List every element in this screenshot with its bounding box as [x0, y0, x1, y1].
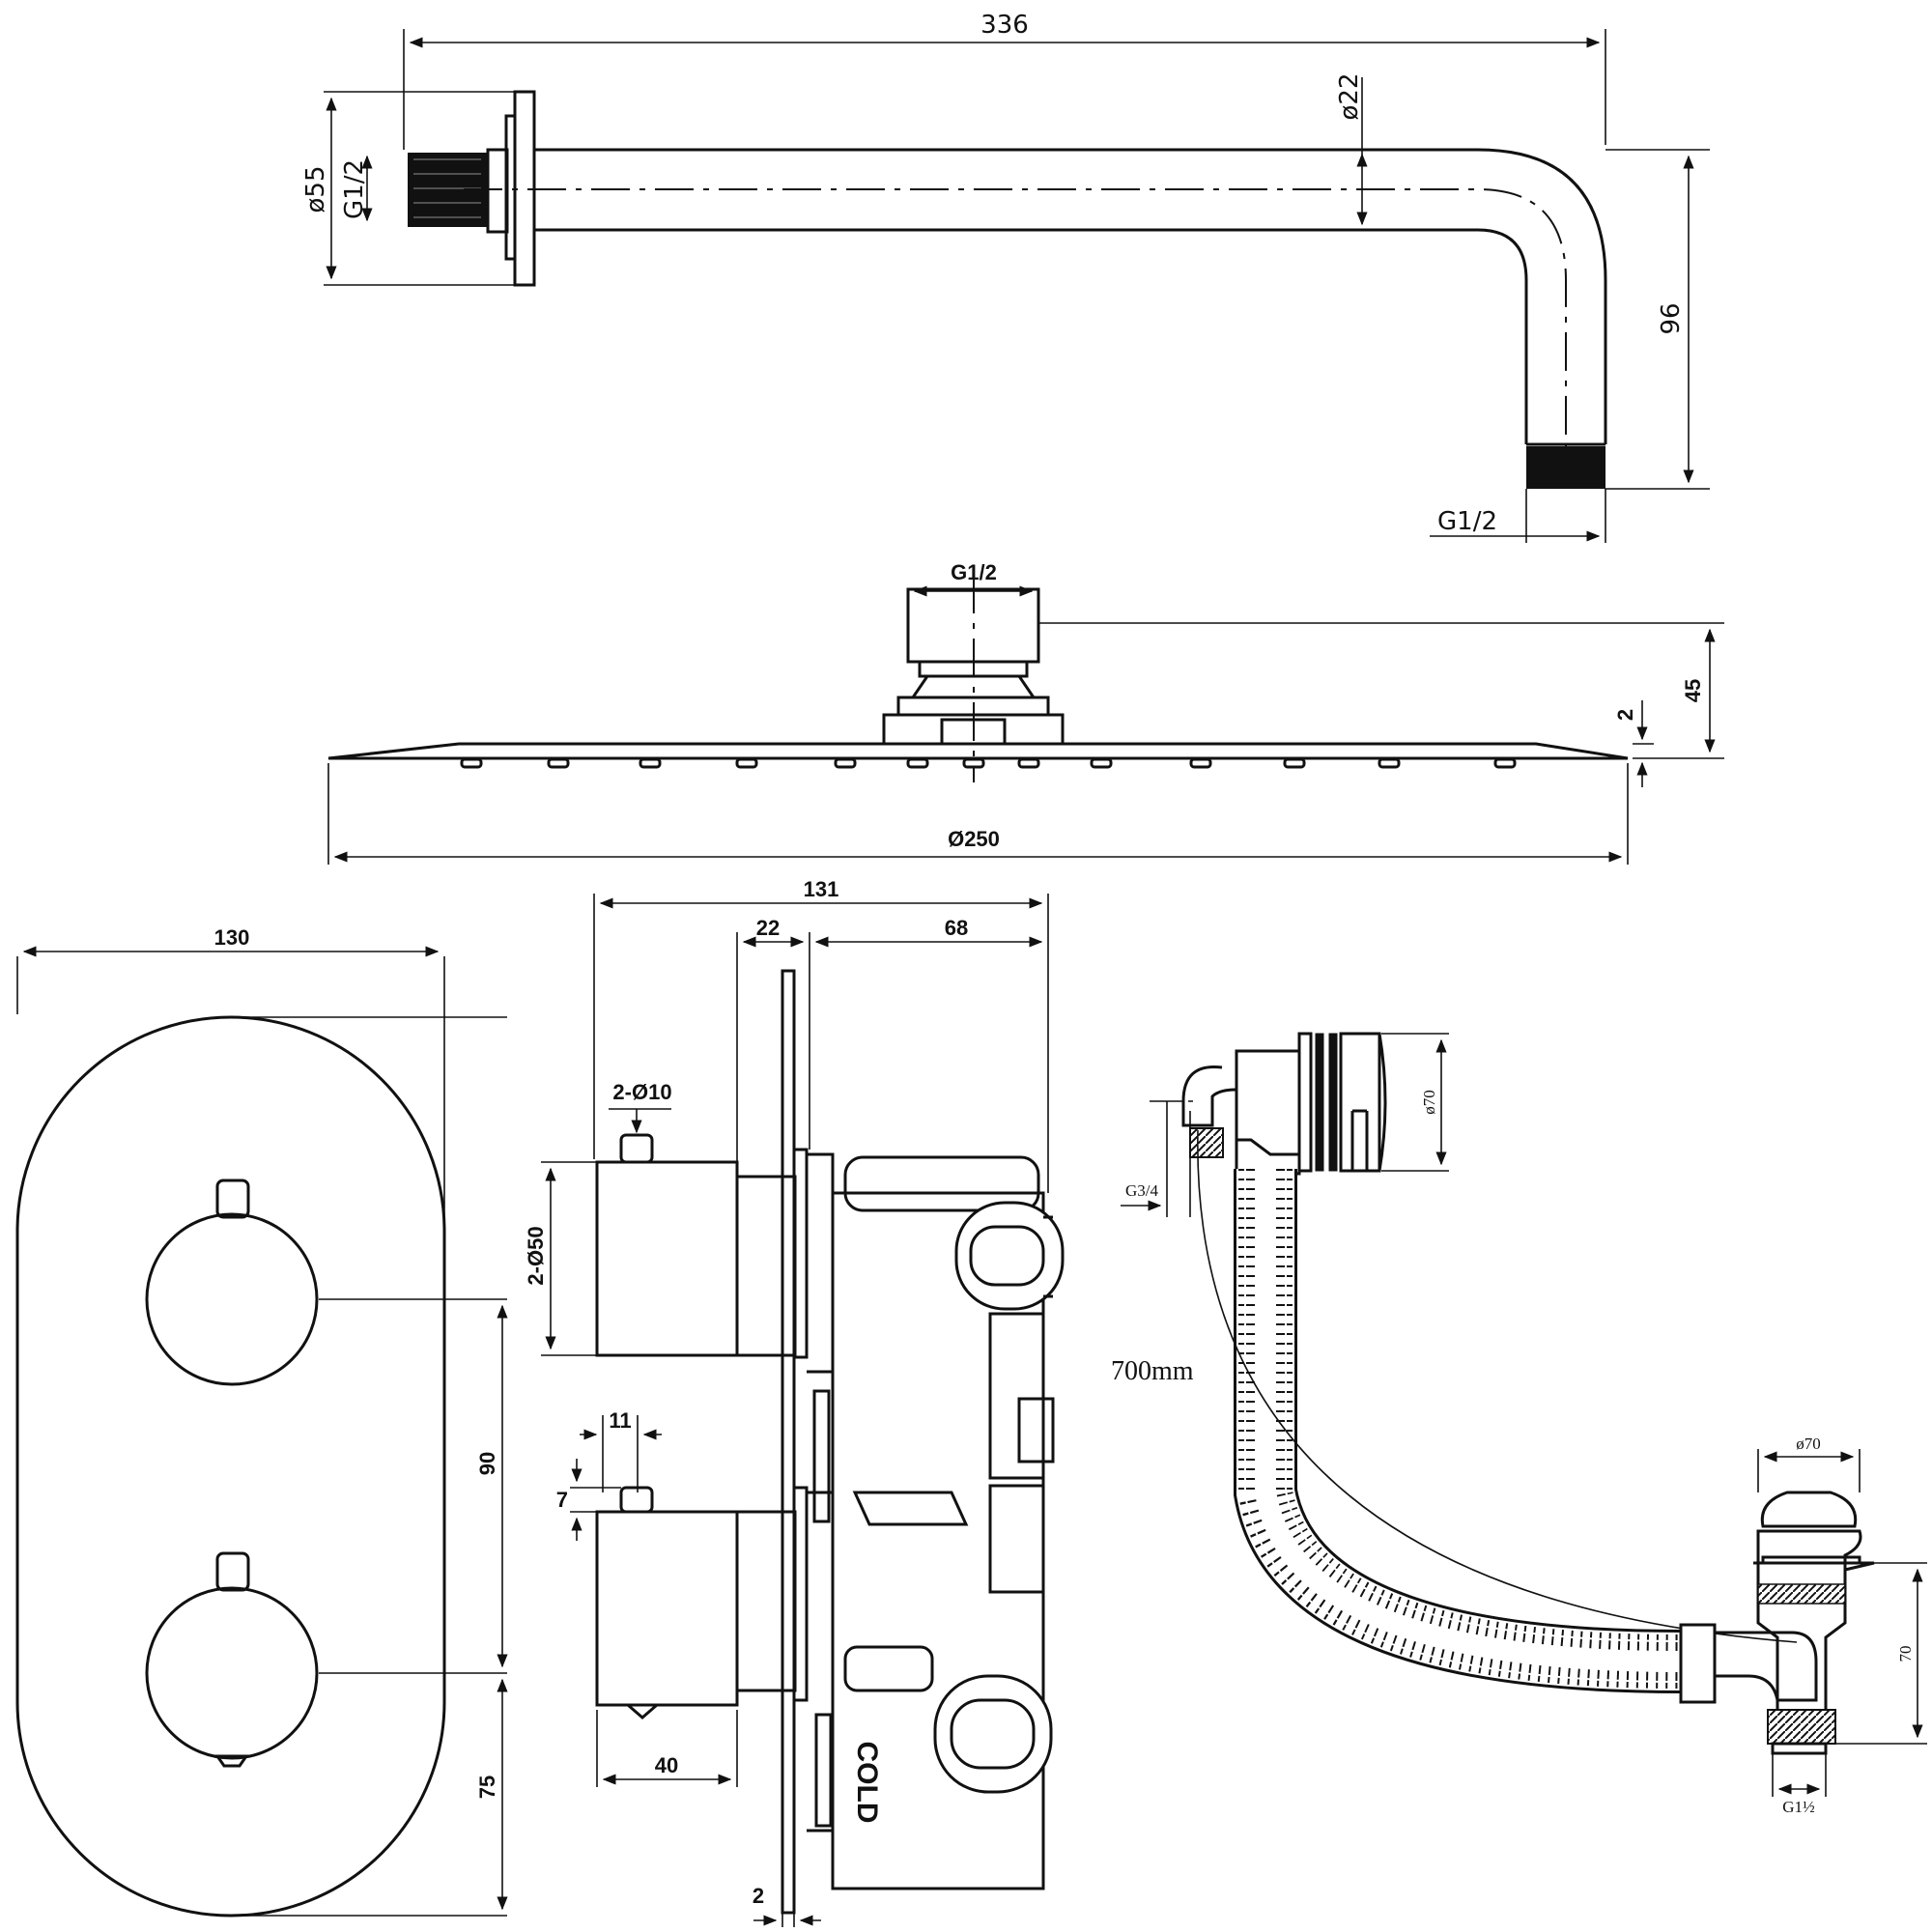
lower-handle-knob [145, 1586, 319, 1760]
nozzle [1283, 757, 1306, 769]
nozzle [906, 757, 929, 769]
shower-head-drawing: G1/2 45 2 Ø250 [327, 560, 1724, 865]
label-body-depth: 68 [945, 916, 968, 940]
label-inlet-thread: G1/2 [340, 159, 369, 219]
label-faceplate-width: 130 [214, 925, 250, 950]
label-waste-diameter: ø70 [1796, 1435, 1821, 1453]
nozzle [460, 757, 483, 769]
arm-pipe-outer [534, 148, 1607, 444]
label-arm-drop: 96 [1657, 302, 1686, 334]
nozzle [834, 757, 857, 769]
label-handle-spacing: 90 [475, 1452, 499, 1475]
valve-top-port [843, 1155, 1040, 1212]
upper-handle-knob [145, 1212, 319, 1386]
nozzle [639, 757, 662, 769]
label-head-plate-thickness: 2 [1613, 709, 1637, 721]
overflow-elbow [1181, 1065, 1237, 1127]
label-plate-offset: 22 [756, 916, 780, 940]
nozzle [1493, 757, 1517, 769]
label-pin-size: 2-Ø10 [612, 1080, 671, 1104]
label-lower-height: 75 [475, 1776, 499, 1799]
label-head-diameter: Ø250 [948, 827, 1000, 851]
body-outlet-upper [988, 1312, 1045, 1480]
waste-thread [1767, 1709, 1836, 1745]
label-side-plate-thickness: 2 [753, 1884, 764, 1908]
shower-arm-drawing: 336 ø55 G1/2 ø22 96 G1/2 [301, 11, 1710, 543]
arm-outlet-thread [1526, 446, 1605, 489]
valve-body [831, 1191, 1045, 1890]
arm-pipe-inner [534, 228, 1528, 444]
valve-side-drawing: COLD 131 22 68 2-Ø10 2-Ø50 11 7 40 2 [524, 877, 1065, 1927]
nozzle [547, 757, 570, 769]
label-knob-depth: 40 [655, 1753, 678, 1777]
nozzle [1378, 757, 1401, 769]
label-outlet-thread: G1/2 [1437, 507, 1497, 536]
label-flange-diameter: ø55 [301, 166, 330, 213]
label-pin-width: 11 [609, 1408, 631, 1433]
arm-inlet-nut [486, 148, 509, 234]
nozzle [962, 757, 985, 769]
hose-length-arc [1197, 1129, 1798, 1643]
label-overflow-diameter: ø70 [1420, 1090, 1438, 1115]
body-outlet-lower [988, 1484, 1045, 1594]
nozzle [1189, 757, 1212, 769]
nozzle [1017, 757, 1040, 769]
arm-thread-lines [413, 158, 481, 218]
arm-centerline [464, 188, 1567, 454]
upper-side-knob [595, 1160, 739, 1357]
label-connection-thread: G3/4 [1125, 1181, 1159, 1200]
lower-side-knob [595, 1510, 739, 1707]
overflow-body [1235, 1049, 1301, 1156]
waste-nut [1679, 1623, 1717, 1704]
label-head-thread: G1/2 [951, 560, 997, 584]
label-arm-length: 336 [980, 11, 1029, 40]
label-head-height: 45 [1681, 679, 1705, 702]
nozzle [1090, 757, 1113, 769]
label-pin-height: 7 [556, 1488, 568, 1512]
head-plate [327, 742, 1629, 760]
overflow-thread [1189, 1127, 1224, 1158]
lower-side-pin [619, 1486, 654, 1514]
waste-plug [1760, 1491, 1858, 1528]
upper-handle-pin [215, 1179, 250, 1219]
label-knob-size: 2-Ø50 [524, 1226, 548, 1285]
label-overall-depth: 131 [804, 877, 839, 901]
upper-side-pin [619, 1133, 654, 1164]
label-waste-thread: G1½ [1782, 1798, 1815, 1816]
label-waste-height: 70 [1896, 1646, 1915, 1662]
label-cold-port: COLD [851, 1742, 883, 1824]
bath-waste-drawing: ø70 G3/4 700mm ø70 70 G1½ [1111, 1032, 1927, 1816]
nozzle [735, 757, 758, 769]
lower-handle-pin [215, 1551, 250, 1592]
valve-wall-plate [781, 969, 796, 1915]
head-nozzles [460, 757, 1517, 769]
label-pipe-diameter: ø22 [1335, 73, 1364, 121]
overflow-cover [1339, 1032, 1381, 1173]
valve-front-drawing: 130 90 75 [15, 925, 508, 1918]
valve-faceplate [15, 1015, 446, 1918]
waste-elbow [1715, 1631, 1818, 1702]
label-hose-length: 700mm [1111, 1356, 1194, 1386]
body-slot [852, 1491, 969, 1526]
